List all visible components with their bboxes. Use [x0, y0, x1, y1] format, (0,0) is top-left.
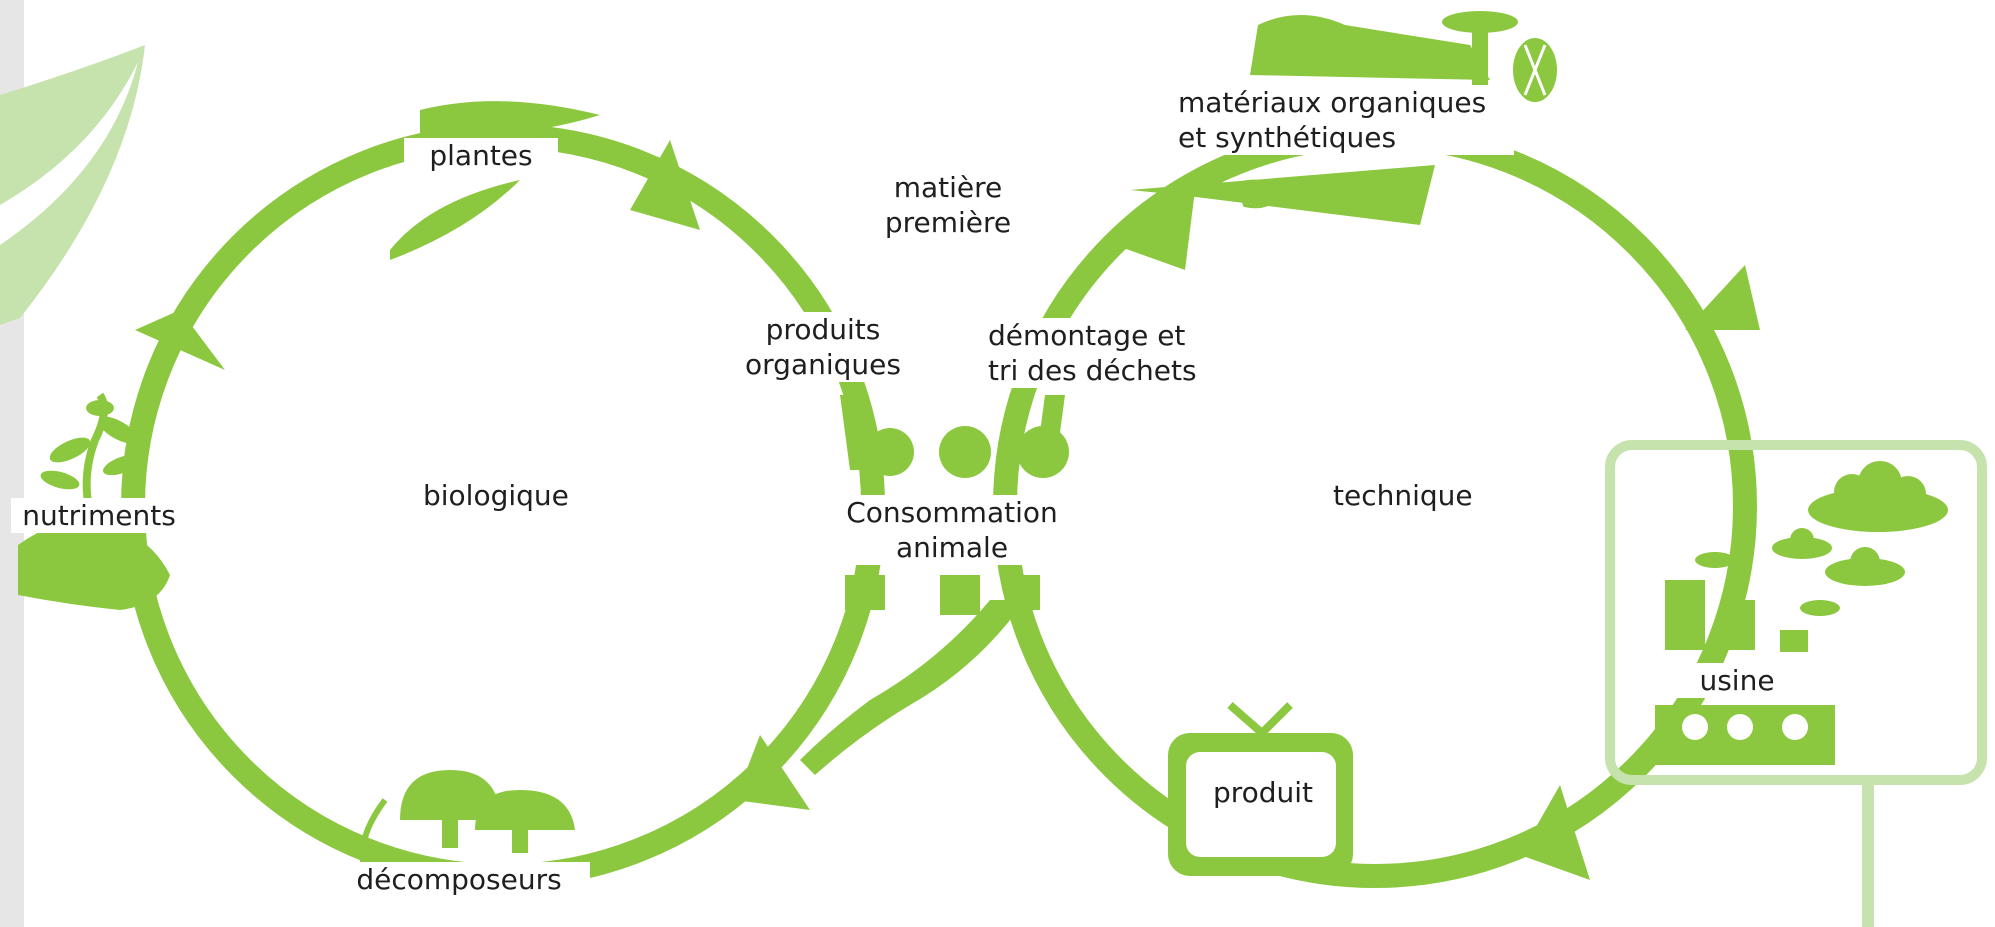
- animal-icon: [800, 395, 1069, 775]
- raw-material-label: matière première: [884, 171, 1012, 239]
- nutrients-label: nutriments: [11, 498, 187, 533]
- mushroom-icon: [359, 770, 575, 871]
- biological-cycle-label: biologique: [423, 479, 569, 512]
- plants-label: plantes: [404, 138, 558, 173]
- sprout-icon: [18, 392, 170, 610]
- technical-cycle-label: technique: [1333, 479, 1473, 512]
- organic-products-label: produits organiques: [725, 312, 921, 382]
- ribbon-icon: [1234, 179, 1278, 209]
- leaf-icon: [0, 45, 145, 325]
- decomposers-label: décomposeurs: [328, 862, 590, 897]
- dismantling-label: démontage et tri des déchets: [980, 318, 1216, 388]
- screw-icon: [1442, 11, 1557, 102]
- cloud-icon: [1695, 461, 1948, 616]
- animal-consumption-label: Consommation animale: [832, 495, 1072, 565]
- cycle-arrows: [135, 140, 1760, 880]
- plant-leaf-icon: [390, 101, 600, 260]
- organic-synthetic-label: matériaux organiques et synthétiques: [1170, 85, 1514, 155]
- factory-icon: [1605, 440, 1987, 927]
- product-label: produit: [1212, 776, 1314, 809]
- spool-icon: [1130, 15, 1490, 225]
- tv-icon: [1168, 701, 1353, 876]
- factory-label: usine: [1660, 663, 1814, 698]
